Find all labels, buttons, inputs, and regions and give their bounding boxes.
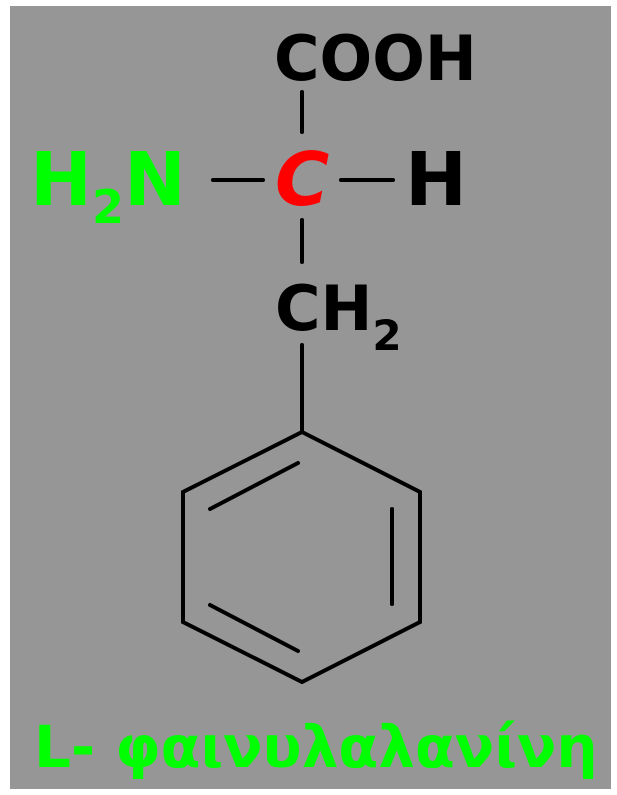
alpha-carbon-label: C xyxy=(275,137,329,223)
hydrogen-label: H xyxy=(405,137,467,223)
carboxyl-group-label: COOH xyxy=(274,22,477,95)
amino-subscript: 2 xyxy=(92,180,124,234)
molecule-name-caption: L- φαινυλαλανίνη xyxy=(34,713,598,781)
benzene-ring xyxy=(181,429,422,685)
methylene-group-label: CH2 xyxy=(275,272,402,360)
amino-n: N xyxy=(124,137,186,223)
methylene-subscript: 2 xyxy=(372,311,401,360)
amino-group-label: H2N xyxy=(30,137,186,234)
methylene-ch: CH xyxy=(275,272,372,345)
amino-h: H xyxy=(30,137,92,223)
diagram-background xyxy=(10,6,611,789)
benzene-double-bond-1 xyxy=(208,461,300,511)
benzene-double-bond-3 xyxy=(208,603,300,653)
